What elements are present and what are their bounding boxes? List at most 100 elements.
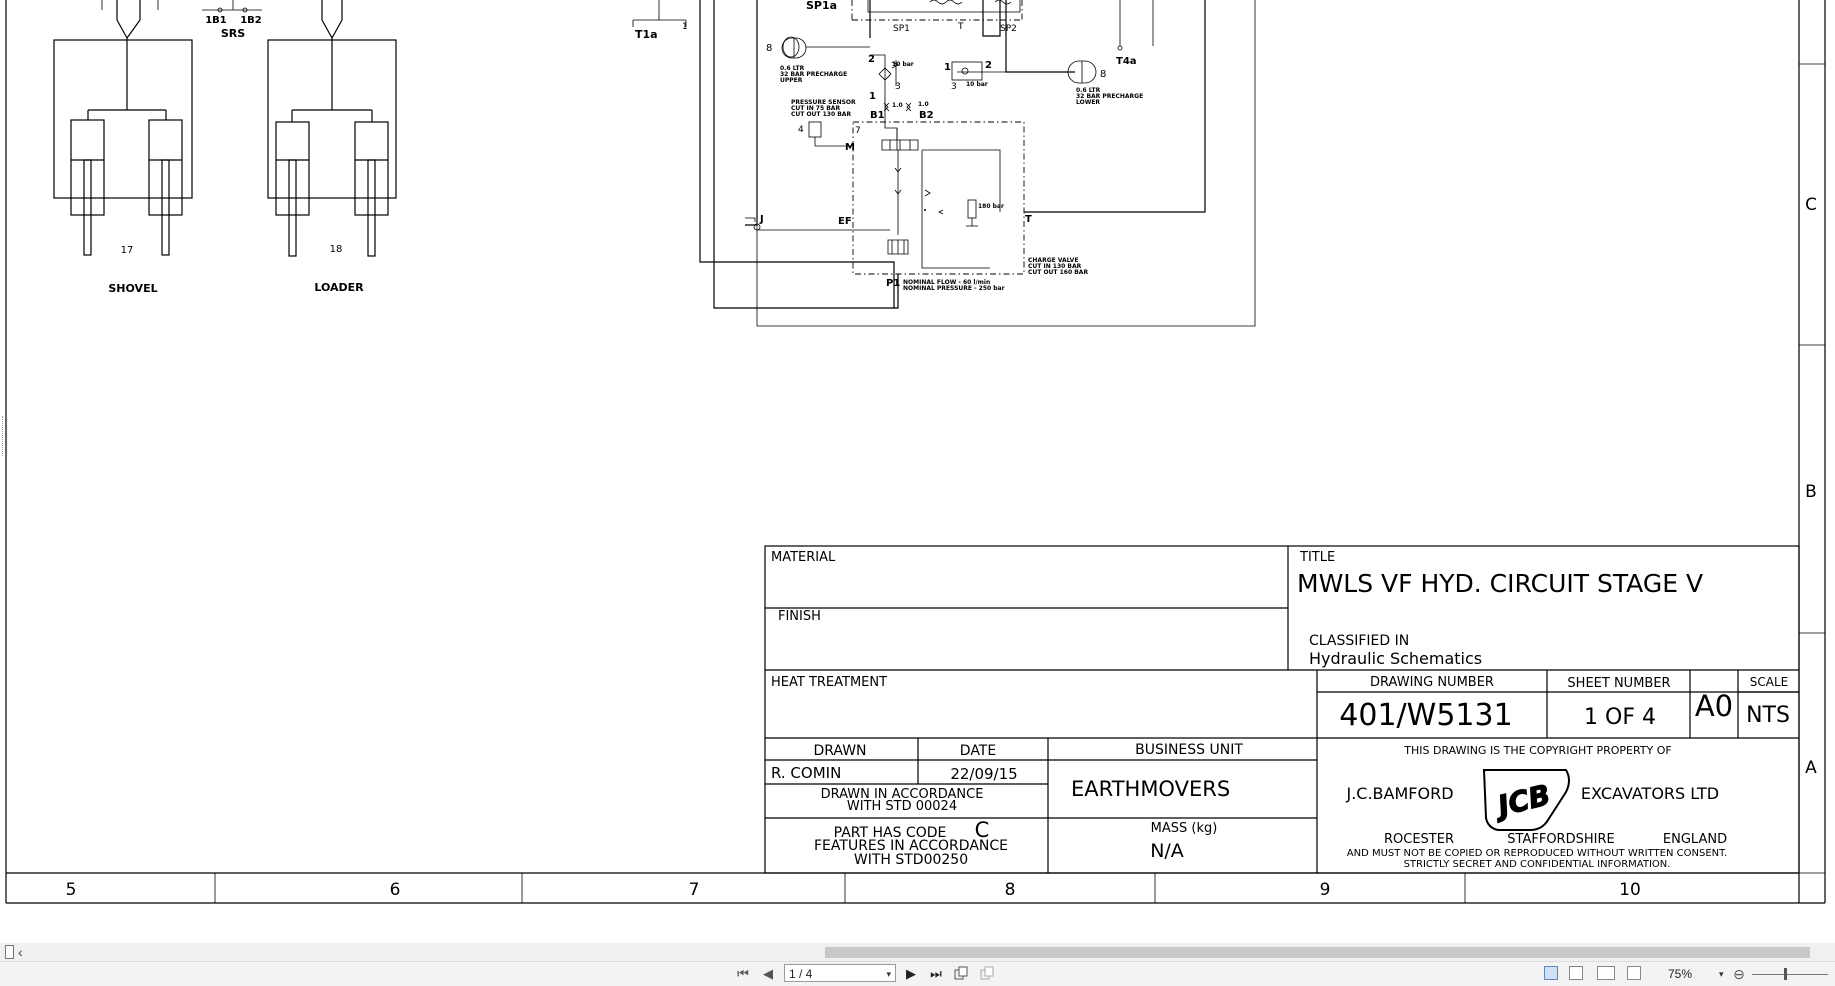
next-page-button[interactable]: ▶ [906, 966, 916, 981]
title-block: MATERIAL FINISH HEAT TREATMENT TITLE MWL… [764, 545, 1800, 874]
logo-text: JCB [1490, 778, 1554, 824]
drawing-sheet: 5 6 7 8 9 10 C B A [5, 0, 1826, 904]
drawing-number-label: DRAWING NUMBER [1370, 675, 1494, 690]
part-code-line-3: WITH STD00250 [854, 852, 968, 868]
svg-text:B1: B1 [870, 110, 885, 121]
svg-text:SP1: SP1 [893, 24, 910, 34]
page-dropdown-icon[interactable]: ▾ [886, 969, 891, 979]
drawn-by: R. COMIN [771, 764, 841, 782]
business-unit: EARTHMOVERS [1071, 777, 1230, 801]
zoom-dropdown-icon[interactable]: ▾ [1719, 969, 1724, 979]
last-page-button[interactable]: ⏭ [930, 966, 942, 981]
svg-text:0.6 LTR: 0.6 LTR [1076, 87, 1101, 94]
hydraulic-schematic: T1a 1 SP1a SP1 T SP2 T4a [632, 0, 1256, 327]
location-country: ENGLAND [1663, 832, 1727, 847]
business-unit-label: BUSINESS UNIT [1135, 742, 1243, 758]
sidebar-resize-handle[interactable] [2, 416, 5, 456]
sheet-size: A0 [1695, 689, 1733, 723]
std-note-1: DRAWN IN ACCORDANCE [821, 787, 984, 802]
drawn-date: 22/09/15 [950, 765, 1017, 783]
row-labels: C B A [1805, 195, 1817, 778]
column-label: 9 [1320, 880, 1331, 900]
viewer-toolbar: ⏮ ◀ 1 / 4 ▾ ▶ ⏭ 75% ▾ ⊖ [0, 961, 1835, 986]
svg-text:1.0: 1.0 [892, 102, 903, 109]
sheet-number: 1 OF 4 [1584, 705, 1656, 730]
svg-text:CUT OUT 160 BAR: CUT OUT 160 BAR [1028, 269, 1088, 276]
svg-text:SRS: SRS [221, 27, 245, 40]
column-label: 5 [66, 880, 77, 900]
scrollbar-thumb[interactable] [825, 947, 1810, 958]
svg-text:T4a: T4a [1116, 56, 1137, 67]
svg-text:J: J [759, 214, 764, 225]
row-label: B [1805, 482, 1817, 502]
sheet-number-label: SHEET NUMBER [1567, 676, 1670, 691]
svg-text:PRESSURE SENSOR: PRESSURE SENSOR [791, 99, 856, 106]
zoom-slider-handle[interactable] [1784, 968, 1787, 980]
jcb-logo: JCB [1482, 769, 1570, 831]
loader-ram-number: 18 [330, 244, 343, 255]
svg-text:T1a: T1a [635, 28, 658, 41]
legal-notice-2: STRICTLY SECRET AND CONFIDENTIAL INFORMA… [1404, 859, 1671, 870]
horizontal-scrollbar[interactable]: ‹ [0, 943, 1835, 961]
column-label: 10 [1619, 880, 1641, 900]
two-page-view-icon[interactable] [1597, 966, 1615, 980]
shovel-label: SHOVEL [108, 282, 157, 295]
book-view-icon[interactable] [1627, 966, 1641, 980]
drawing-frame [5, 0, 1826, 904]
svg-text:T: T [1025, 214, 1032, 225]
continuous-view-icon[interactable] [1569, 966, 1583, 980]
svg-text:8: 8 [1100, 69, 1106, 80]
row-label: C [1805, 195, 1817, 215]
column-label: 6 [390, 880, 401, 900]
svg-text:P1: P1 [886, 278, 900, 289]
first-page-button[interactable]: ⏮ [737, 966, 749, 981]
svg-text:EF: EF [838, 216, 852, 227]
zoom-level[interactable]: 75% [1668, 967, 1693, 981]
copyright-text: THIS DRAWING IS THE COPYRIGHT PROPERTY O… [1403, 744, 1671, 757]
svg-text:4: 4 [798, 125, 804, 135]
company-name-left: J.C.BAMFORD [1345, 784, 1453, 803]
legal-notice-1: AND MUST NOT BE COPIED OR REPRODUCED WIT… [1347, 848, 1727, 859]
svg-text:SP1a: SP1a [806, 0, 837, 12]
mass-value: N/A [1150, 840, 1184, 862]
srs-valve: 1B1 1B2 SRS [202, 0, 262, 40]
svg-text:2: 2 [868, 54, 875, 65]
zoom-out-button[interactable]: ⊖ [1733, 966, 1745, 982]
material-label: MATERIAL [771, 550, 836, 565]
svg-text:32 BAR PRECHARGE: 32 BAR PRECHARGE [1076, 93, 1143, 100]
part-code-line-1: PART HAS CODE [834, 825, 947, 841]
page-number-field[interactable]: 1 / 4 ▾ [784, 964, 896, 982]
svg-text:LOWER: LOWER [1076, 99, 1100, 106]
location-county: STAFFORDSHIRE [1507, 832, 1614, 847]
svg-text:NOMINAL PRESSURE - 250 bar: NOMINAL PRESSURE - 250 bar [903, 285, 1005, 292]
zoom-slider[interactable] [1752, 974, 1828, 975]
previous-page-button[interactable]: ◀ [763, 966, 773, 981]
drawn-label: DRAWN [813, 743, 866, 759]
svg-text:CUT OUT 130 BAR: CUT OUT 130 BAR [791, 111, 851, 118]
loader-ram-group [267, 0, 397, 257]
part-code-letter: C [975, 818, 990, 842]
location-town: ROCESTER [1384, 832, 1454, 847]
svg-text:1: 1 [944, 62, 951, 73]
mass-label: MASS (kg) [1151, 821, 1218, 836]
company-name-right: EXCAVATORS LTD [1581, 784, 1719, 803]
scroll-corner-icon [5, 945, 14, 959]
single-page-view-icon[interactable] [1544, 966, 1558, 980]
finish-label: FINISH [778, 609, 821, 624]
svg-text:CUT IN 130 BAR: CUT IN 130 BAR [1028, 263, 1082, 270]
svg-text:T: T [957, 22, 964, 32]
copy-icon[interactable] [953, 965, 969, 983]
paste-icon[interactable] [979, 965, 995, 983]
scale-value: NTS [1746, 703, 1790, 728]
scroll-left-button[interactable]: ‹ [18, 944, 23, 960]
date-label: DATE [960, 743, 996, 759]
std-note-2: WITH STD 00024 [847, 799, 957, 814]
title-label: TITLE [1299, 550, 1335, 565]
column-label: 8 [1005, 880, 1016, 900]
svg-text:32 BAR PRECHARGE: 32 BAR PRECHARGE [780, 71, 847, 78]
svg-text:1: 1 [869, 91, 876, 102]
svg-text:10 bar: 10 bar [966, 81, 988, 88]
shovel-ram-group [53, 0, 193, 256]
classified-value: Hydraulic Schematics [1309, 649, 1482, 668]
